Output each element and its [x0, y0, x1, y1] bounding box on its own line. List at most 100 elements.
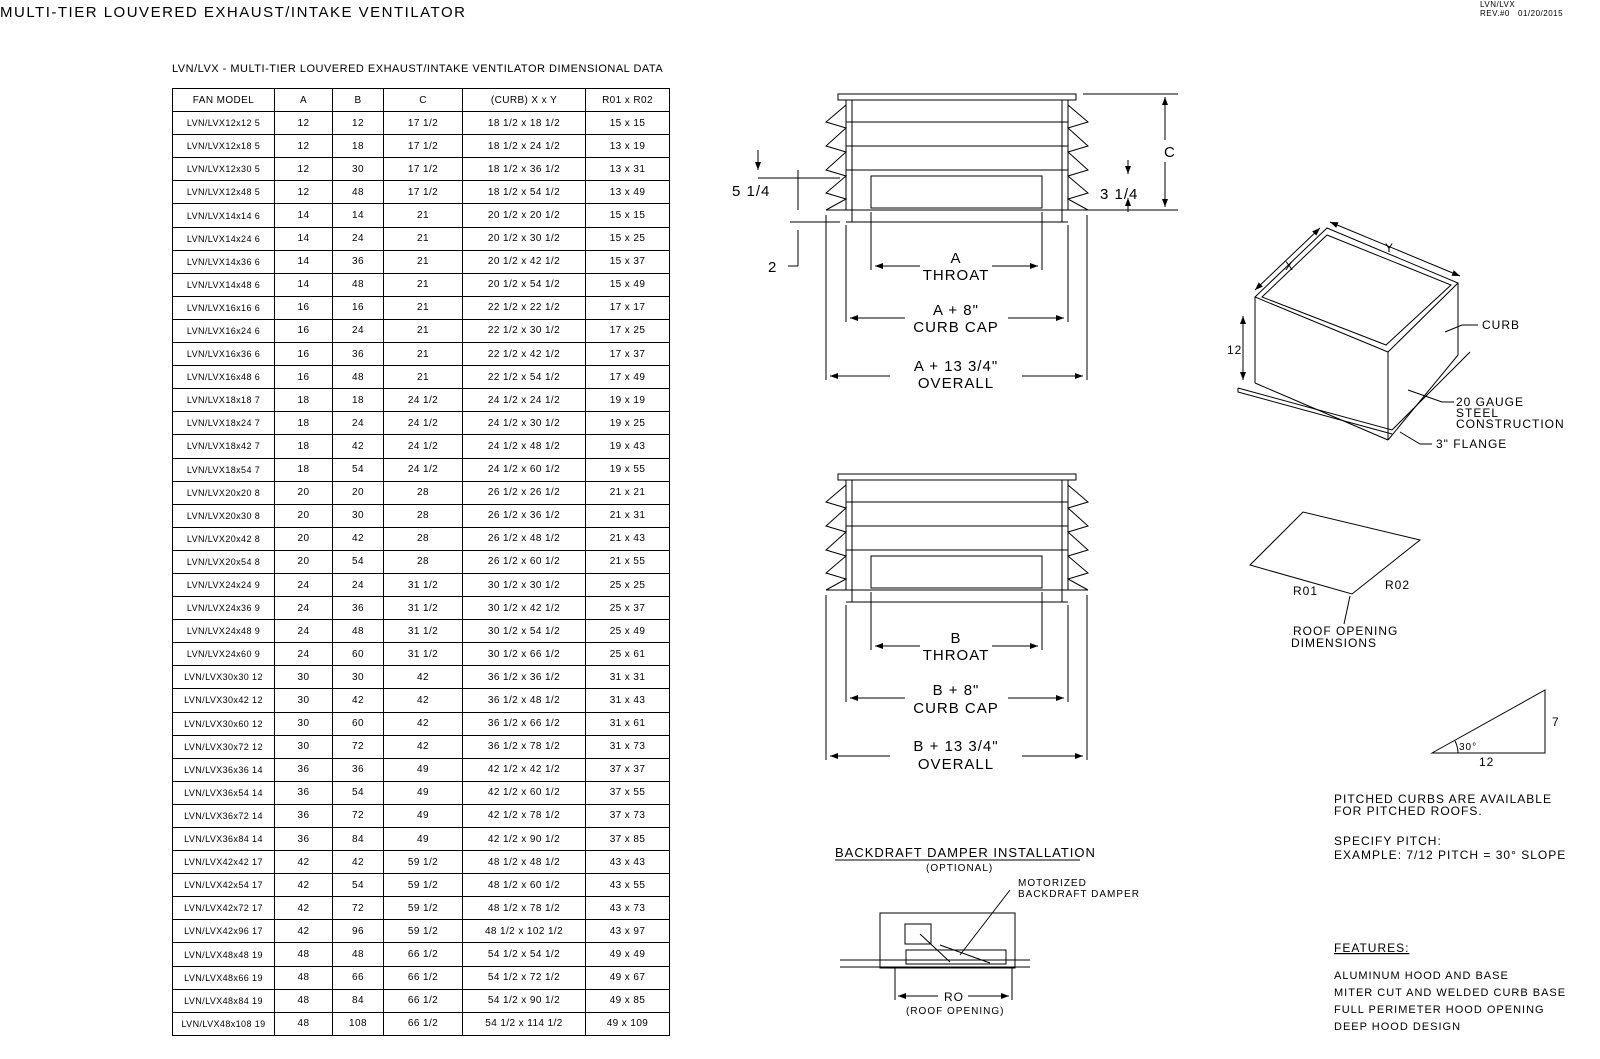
cell-a: 48	[274, 1011, 333, 1036]
cell-r01-r02: 21 x 31	[585, 503, 670, 528]
cell-c: 66 1/2	[383, 1011, 463, 1036]
cell-r01-r02: 15 x 25	[585, 226, 670, 251]
cell-fan-model: LVN/LVX42x96 17	[172, 919, 275, 944]
pitch-rise: 7	[1552, 715, 1560, 729]
col-curb-xy: (CURB) X x Y	[462, 87, 586, 113]
cell-b: 48	[332, 942, 384, 967]
cell-c: 17 1/2	[383, 134, 463, 159]
cell-r01-r02: 49 x 109	[585, 1011, 670, 1036]
curbcap-b-label: CURB CAP	[913, 700, 999, 717]
pitch-triangle	[1430, 689, 1546, 754]
cell-a: 14	[274, 203, 333, 228]
cell-r01-r02: 37 x 37	[585, 757, 670, 782]
cell-r01-r02: 43 x 97	[585, 919, 670, 944]
cell-r01-r02: 25 x 25	[585, 572, 670, 598]
roof-opening-label: ROOF OPENING	[1293, 624, 1398, 638]
cell-fan-model: LVN/LVX14x36 6	[172, 249, 275, 274]
cell-c: 24 1/2	[383, 411, 463, 436]
cell-curb-xy: 18 1/2 x 36 1/2	[462, 157, 586, 182]
pitch-example: EXAMPLE: 7/12 PITCH = 30° SLOPE	[1334, 848, 1566, 862]
cell-c: 66 1/2	[383, 942, 463, 967]
cell-r01-r02: 15 x 15	[585, 111, 670, 136]
cell-fan-model: LVN/LVX48x66 19	[172, 965, 275, 990]
revision-block: REV.#0 01/20/2015	[1480, 9, 1563, 18]
cell-c: 21	[383, 203, 463, 228]
cell-curb-xy: 18 1/2 x 24 1/2	[462, 134, 586, 159]
cell-r01-r02: 19 x 43	[585, 434, 670, 459]
curbcap-a-label: CURB CAP	[913, 319, 999, 336]
curb-x-label: X	[1285, 259, 1294, 273]
overall-b-value: B + 13 3/4"	[913, 738, 998, 755]
cell-fan-model: LVN/LVX24x48 9	[172, 619, 275, 644]
cell-r01-r02: 17 x 37	[585, 342, 670, 367]
cell-r01-r02: 13 x 19	[585, 134, 670, 159]
cell-curb-xy: 26 1/2 x 60 1/2	[462, 549, 586, 574]
cell-a: 42	[274, 919, 333, 944]
specify-pitch: SPECIFY PITCH:	[1334, 834, 1442, 848]
curb-steel: STEEL	[1456, 406, 1499, 420]
cell-c: 42	[383, 688, 463, 713]
cell-curb-xy: 30 1/2 x 54 1/2	[462, 619, 586, 644]
cell-b: 48	[332, 272, 384, 297]
dimensional-data-table: FAN MODEL A B C (CURB) X x Y R01 x R02 L…	[172, 87, 670, 1036]
cell-curb-xy: 24 1/2 x 30 1/2	[462, 411, 586, 436]
damper-callout-2: BACKDRAFT DAMPER	[1018, 889, 1140, 900]
pitch-note-1: PITCHED CURBS ARE AVAILABLE	[1334, 792, 1552, 806]
cell-a: 36	[274, 803, 333, 829]
cell-fan-model: LVN/LVX42x54 17	[172, 873, 275, 898]
pitch-note-2: FOR PITCHED ROOFS.	[1334, 804, 1483, 818]
cell-r01-r02: 43 x 73	[585, 896, 670, 921]
ro-label: RO	[944, 990, 964, 1004]
damper-title: BACKDRAFT DAMPER INSTALLATION	[835, 845, 1096, 860]
cell-c: 21	[383, 295, 463, 320]
curb-flange: 3" FLANGE	[1436, 437, 1507, 451]
r01-label: R01	[1293, 584, 1318, 598]
cell-b: 66	[332, 965, 384, 990]
cell-c: 49	[383, 826, 463, 852]
revision-date: 01/20/2015	[1518, 9, 1564, 18]
cell-curb-xy: 20 1/2 x 30 1/2	[462, 226, 586, 251]
cell-b: 30	[332, 503, 384, 528]
cell-c: 17 1/2	[383, 180, 463, 205]
curb-height: 12	[1227, 343, 1242, 357]
cell-b: 108	[332, 1011, 384, 1036]
curbcap-a-value: A + 8"	[933, 302, 979, 319]
dim-c: C	[1164, 144, 1176, 161]
cell-fan-model: LVN/LVX30x42 12	[172, 688, 275, 713]
r02-label: R02	[1385, 578, 1410, 592]
feature-item: MITER CUT AND WELDED CURB BASE	[1334, 987, 1566, 999]
cell-c: 31 1/2	[383, 642, 463, 667]
cell-fan-model: LVN/LVX14x48 6	[172, 272, 275, 297]
cell-c: 21	[383, 226, 463, 251]
overall-a-value: A + 13 3/4"	[914, 358, 998, 375]
cell-curb-xy: 18 1/2 x 54 1/2	[462, 180, 586, 205]
overall-a-label: OVERALL	[918, 375, 994, 392]
cell-r01-r02: 17 x 49	[585, 365, 670, 390]
cell-a: 12	[274, 180, 333, 205]
cell-r01-r02: 31 x 31	[585, 665, 670, 690]
dim-3-1-4: 3 1/4	[1100, 186, 1138, 203]
curb-gauge: 20 GAUGE	[1456, 395, 1524, 409]
curb-y-label: Y	[1385, 241, 1394, 255]
throat-a-value: A	[950, 250, 961, 267]
cell-b: 36	[332, 757, 384, 782]
cell-b: 96	[332, 919, 384, 944]
col-c: C	[383, 87, 463, 113]
cell-r01-r02: 49 x 85	[585, 988, 670, 1013]
cell-r01-r02: 19 x 25	[585, 411, 670, 436]
cell-a: 48	[274, 965, 333, 990]
cell-b: 16	[332, 295, 384, 320]
cell-a: 12	[274, 134, 333, 159]
cell-b: 84	[332, 826, 384, 852]
cell-r01-r02: 17 x 25	[585, 318, 670, 344]
cell-fan-model: LVN/LVX20x20 8	[172, 480, 275, 505]
cell-c: 28	[383, 549, 463, 574]
